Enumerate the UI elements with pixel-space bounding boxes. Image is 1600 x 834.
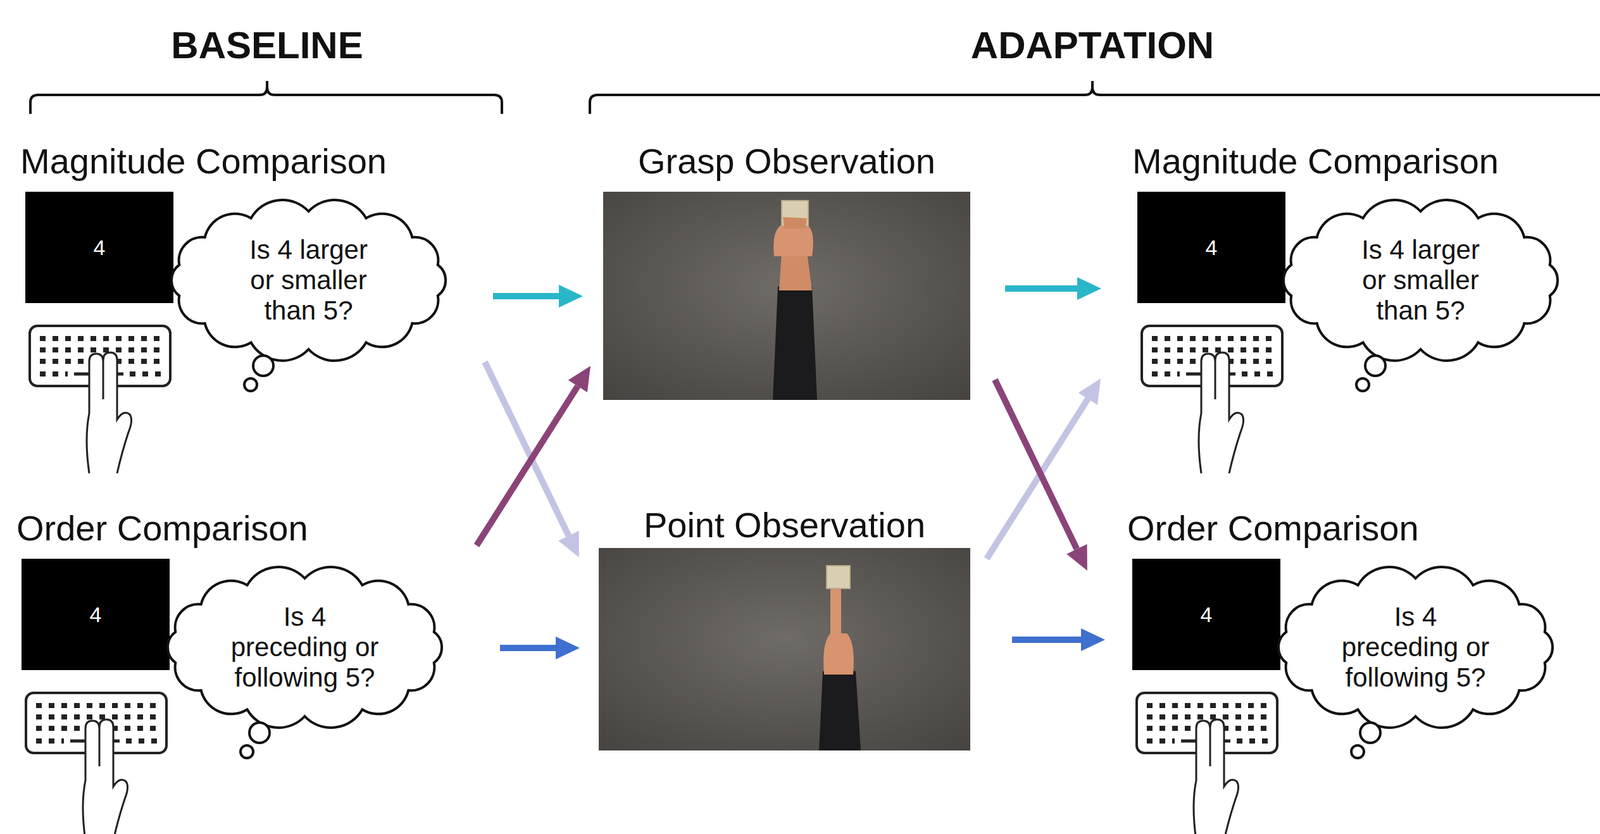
video-panel: Grasp Observation (603, 139, 971, 400)
panel-heading: Magnitude Comparison (20, 139, 457, 183)
thought-bubble: Is 4 preceding or following 5? (1270, 565, 1561, 730)
screen-digit: 4 (93, 234, 106, 261)
task-panel: Order Comparison 4 Is 4 preceding or follo… (1127, 506, 1564, 732)
flow-arrow (1005, 285, 1078, 292)
grasp-video-frame (603, 191, 971, 400)
screen-display: 4 (25, 191, 174, 304)
screen-digit: 4 (1200, 601, 1213, 628)
keyboard-hand-icon (29, 325, 171, 474)
keyboard-hand-icon (1141, 325, 1283, 474)
screen-display: 4 (1137, 191, 1286, 304)
keyboard-hand-icon (1136, 693, 1278, 834)
thought-text: Is 4 preceding or following 5? (1339, 601, 1492, 694)
panel-heading: Order Comparison (1127, 506, 1564, 550)
point-video-frame (598, 548, 971, 751)
thought-dot (244, 378, 257, 392)
thought-bubble: Is 4 preceding or following 5? (159, 565, 450, 730)
cloud-shape (171, 200, 446, 361)
panel-heading: Grasp Observation (603, 139, 971, 183)
task-panel: Order Comparison 4 Is 4 preceding or follo… (16, 506, 454, 732)
screen-display: 4 (1132, 558, 1281, 671)
screen-digit: 4 (89, 601, 102, 628)
thought-bubble: Is 4 larger or smaller than 5? (1275, 198, 1566, 363)
section-label-box: ADAPTATION (970, 22, 1214, 69)
thought-text: Is 4 larger or smaller than 5? (240, 234, 377, 327)
thought-dot (1360, 722, 1381, 744)
panel-heading: Order Comparison (16, 506, 454, 550)
section-bracket (30, 81, 502, 114)
screen-digit: 4 (1205, 234, 1218, 261)
panel-heading: Magnitude Comparison (1132, 139, 1569, 183)
section-bracket (589, 81, 1600, 114)
flow-arrow (500, 644, 556, 652)
thought-dot (1365, 355, 1386, 376)
cloud-shape (1283, 200, 1558, 361)
thought-dot (249, 722, 270, 744)
section-heading: BASELINE (170, 22, 363, 69)
cloud-shape (167, 567, 442, 728)
thought-dot (1351, 745, 1364, 759)
section-heading: ADAPTATION (970, 22, 1214, 69)
task-panel: Magnitude Comparison 4 Is 4 larger or smal… (1132, 139, 1569, 365)
panel-heading: Point Observation (598, 503, 971, 547)
thought-dot (253, 355, 274, 376)
keyboard-hand-icon (25, 693, 167, 834)
thought-dot (240, 745, 254, 759)
thought-dot (1356, 378, 1369, 392)
flow-arrow (493, 293, 559, 300)
cloud-shape (1278, 567, 1553, 728)
thought-text: Is 4 preceding or following 5? (229, 601, 382, 694)
flow-arrow (994, 379, 1077, 550)
task-panel: Magnitude Comparison 4 Is 4 larger or smal… (20, 139, 457, 365)
flow-arrow (476, 386, 578, 546)
section-label-box: BASELINE (170, 22, 363, 69)
thought-bubble: Is 4 larger or smaller than 5? (163, 198, 454, 363)
thought-text: Is 4 larger or smaller than 5? (1352, 234, 1489, 327)
flow-arrow (1012, 636, 1082, 644)
video-panel: Point Observation (598, 503, 971, 751)
screen-display: 4 (21, 558, 170, 671)
